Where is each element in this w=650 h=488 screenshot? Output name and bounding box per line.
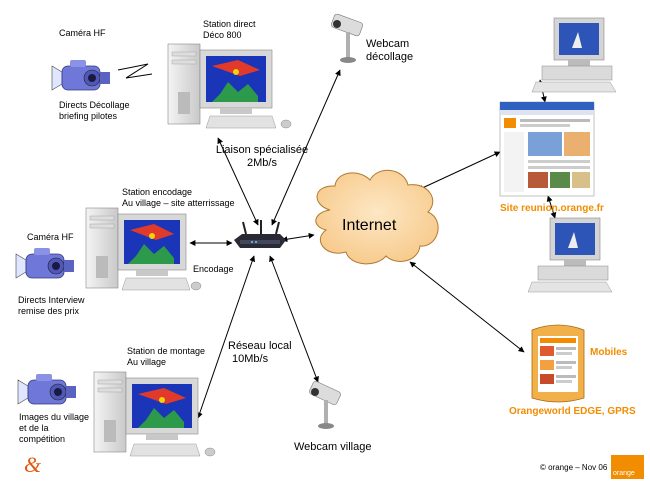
encodage-label: Encodage: [193, 264, 234, 274]
images-caption-3: compétition: [19, 434, 66, 444]
desktop-computer-icon: [93, 371, 216, 457]
mobiles-label: Mobiles: [590, 347, 628, 358]
images-caption-2: et de la: [19, 423, 49, 433]
station-montage-label-1: Station de montage: [127, 346, 206, 356]
desktop-computer-icon: [531, 17, 617, 93]
ampersand-logo: &: [24, 452, 42, 477]
link-station-direct-router: [217, 137, 259, 226]
link-station-montage-router: [196, 255, 256, 419]
website-screenshot: [499, 101, 595, 197]
camera-top-caption-2: briefing pilotes: [59, 111, 118, 121]
orangeworld-label: Orangeworld EDGE, GPRS: [509, 406, 636, 417]
camera-mid-caption-2: remise des prix: [18, 306, 80, 316]
cloud-icon: [315, 170, 439, 265]
camera-top-caption-1: Directs Décollage: [59, 100, 130, 110]
camera-mid-title: Caméra HF: [27, 232, 74, 242]
video-camera-icon: [17, 374, 76, 405]
station-direct-label-1: Station direct: [203, 19, 256, 29]
camera-top-title: Caméra HF: [59, 28, 106, 38]
reseau-label-1: Réseau local: [228, 340, 292, 352]
video-camera-icon: [15, 248, 74, 279]
connection-lines: [189, 69, 557, 419]
link-webcam-village-router: [269, 255, 319, 383]
link-router-internet: [281, 232, 315, 243]
orange-badge-text: orange: [613, 470, 635, 477]
webcam-village-label: Webcam village: [294, 441, 372, 453]
radio-link-top: [117, 63, 153, 79]
mobile-phone-icon: [531, 324, 585, 403]
camera-mid-caption-1: Directs Interview: [18, 295, 85, 305]
link-internet-site: [417, 151, 501, 191]
station-encodage-label-1: Station encodage: [122, 187, 193, 197]
desktop-computer-icon: [85, 207, 202, 291]
orange-badge: orange: [611, 455, 644, 479]
link-webcam-top-router: [271, 69, 341, 226]
router-icon: [234, 220, 286, 248]
reseau-label-2: 10Mb/s: [232, 353, 269, 365]
desktop-computer-icon: [527, 217, 613, 293]
webcam-icon: [309, 381, 341, 429]
station-montage-label-2: Au village: [127, 357, 167, 367]
station-encodage-label-2: Au village – site atterrissage: [122, 198, 235, 208]
link-internet-mobiles: [409, 261, 525, 353]
webcam-top-label-1: Webcam: [366, 38, 410, 50]
webcam-icon: [331, 13, 363, 63]
liaison-label-2: 2Mb/s: [247, 157, 277, 169]
svg-text:&: &: [24, 452, 42, 477]
desktop-computer-icon: [167, 43, 292, 129]
station-direct-label-2: Déco 800: [203, 30, 242, 40]
link-site-pc-bottom: [546, 195, 557, 219]
webcam-top-label-2: décollage: [366, 51, 414, 63]
liaison-label-1: Liaison spécialisée: [215, 144, 309, 156]
copyright-label: © orange – Nov 06: [540, 463, 608, 472]
site-label: Site reunion.orange.fr: [500, 203, 604, 214]
video-camera-icon: [51, 60, 110, 91]
images-caption-1: Images du village: [19, 412, 90, 422]
internet-label: Internet: [342, 217, 397, 234]
